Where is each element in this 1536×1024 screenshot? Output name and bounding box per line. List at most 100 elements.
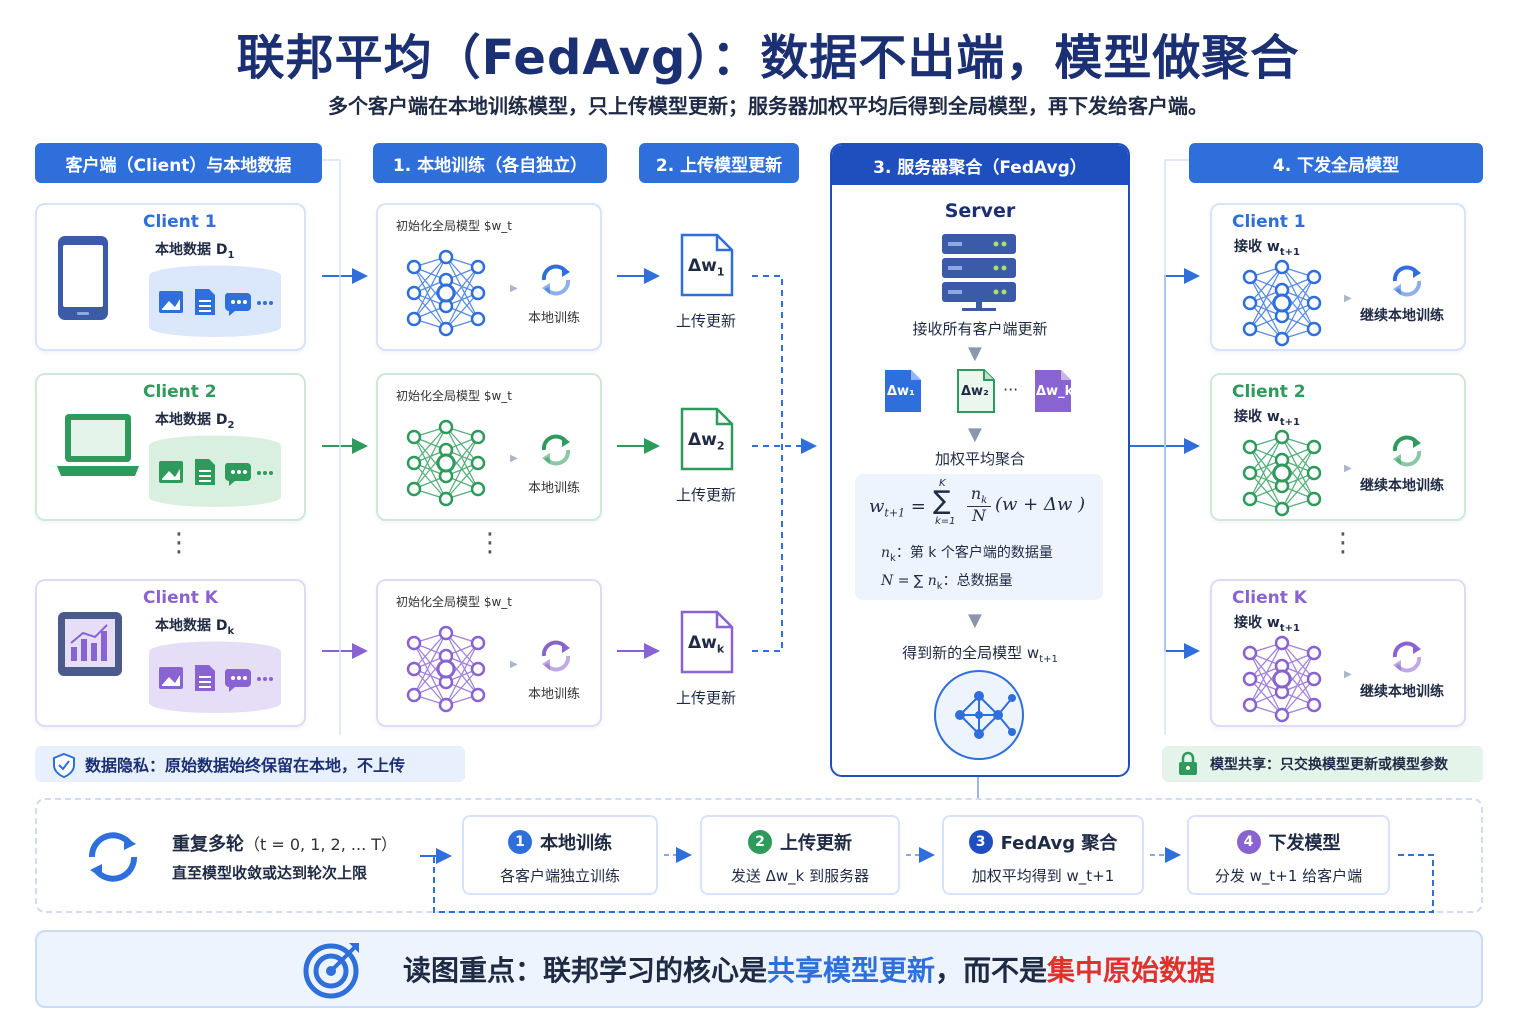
loop-step-desc: 发送 Δw_k 到服务器 — [730, 867, 870, 885]
local-train-label: 本地训练 — [528, 687, 581, 702]
train-cycle — [536, 260, 576, 304]
header-broadcast: 4. 下发全局模型 — [1189, 143, 1483, 183]
header-clients: 客户端（Client）与本地数据 — [35, 143, 322, 183]
neural-net-icon — [406, 419, 486, 507]
local-data-label: 本地数据 Dk — [155, 618, 235, 637]
lock-icon — [1179, 751, 1197, 775]
init-model-label: 初始化全局模型 $w_t — [396, 595, 512, 609]
header-local-train: 1. 本地训练（各自独立） — [373, 143, 607, 183]
local-data-store — [145, 433, 285, 511]
step-number-badge: 4 — [1236, 830, 1261, 854]
local-model — [402, 415, 492, 515]
header-upload: 2. 上传模型更新 — [639, 143, 799, 183]
arrow-right-icon: ▶ — [1344, 669, 1352, 680]
server-files-ellipsis: ··· — [1003, 380, 1019, 399]
local-train-label: 本地训练 — [528, 311, 581, 326]
broadcast-client-card: Client 2 接收 wt+1 ▶ 继续本地训练 — [1210, 373, 1466, 521]
formula-frac-num: nk — [967, 484, 991, 508]
formula-sum-bottom: k=1 — [935, 516, 956, 527]
key-point-banner: 读图重点：联邦学习的核心是 共享模型更新 ，而不是 集中原始数据 — [35, 930, 1483, 1008]
refresh-cycle-icon — [88, 832, 138, 882]
loop-step-desc: 加权平均得到 w_t+1 — [971, 867, 1115, 885]
init-model-label: 初始化全局模型 $w_t — [396, 389, 512, 403]
receive-model-label: 接收 wt+1 — [1234, 239, 1300, 258]
key-point-highlight-2: 集中原始数据 — [1047, 954, 1216, 987]
local-train-label: 本地训练 — [528, 481, 581, 496]
update-symbol: Δw1 — [688, 256, 725, 279]
shield-icon — [53, 752, 75, 778]
upload-label: 上传更新 — [676, 312, 737, 330]
update-symbol: Δwk — [688, 633, 725, 656]
neural-net-icon — [1242, 635, 1322, 723]
fedavg-formula: wt+1 = K ∑ k=1 nk N (w + Δw ) nk：第 k 个客户… — [855, 474, 1103, 600]
sync-icon — [541, 640, 571, 672]
client-name: Client 2 — [1232, 382, 1306, 402]
formula-lhs: wt+1 = — [869, 496, 926, 520]
sum-symbol: ∑ — [933, 486, 951, 516]
local-model — [402, 245, 492, 345]
N-definition: N = ∑ nk：总数据量 — [881, 573, 1013, 592]
loop-step-desc: 分发 w_t+1 给客户端 — [1214, 867, 1363, 885]
neural-net-icon — [1242, 259, 1322, 347]
sync-icon — [1392, 265, 1422, 297]
formula-rhs: (w + Δw ) — [995, 494, 1086, 515]
share-note: 模型共享：只交换模型更新或模型参数 — [1162, 746, 1483, 782]
local-data-store — [145, 263, 285, 341]
train-cycle — [1387, 637, 1427, 681]
sync-icon — [541, 264, 571, 296]
update-symbol: Δw2 — [688, 430, 725, 453]
client-name: Client 2 — [143, 382, 217, 402]
loop-desc: 直至模型收敛或达到轮次上限 — [172, 864, 368, 882]
local-train-card: 初始化全局模型 $w_t ▶ 本地训练 — [376, 579, 602, 727]
train-cycle — [1387, 431, 1427, 475]
database-icon — [148, 434, 282, 507]
receive-model-label: 接收 wt+1 — [1234, 409, 1300, 428]
continue-train-label: 继续本地训练 — [1360, 478, 1444, 494]
tablet-chart-icon — [58, 612, 122, 676]
client-name: Client 1 — [1232, 212, 1306, 232]
arrow-right-icon: ▶ — [510, 659, 518, 670]
continue-train-label: 继续本地训练 — [1360, 684, 1444, 700]
arrow-right-icon: ▶ — [1344, 293, 1352, 304]
arrow-right-icon: ▶ — [1344, 463, 1352, 474]
neural-net-icon — [1242, 429, 1322, 517]
nk-definition: nk：第 k 个客户端的数据量 — [881, 545, 1053, 564]
received-model — [1238, 255, 1328, 355]
neural-net-icon — [406, 249, 486, 337]
local-train-card: 初始化全局模型 $w_t▶本地训练 — [376, 373, 602, 521]
neural-net-icon — [406, 625, 486, 713]
formula-frac-den: N — [972, 506, 986, 525]
client-device — [55, 233, 111, 327]
update-file: Δwk — [679, 609, 735, 675]
arrow-right-icon: ▶ — [510, 283, 518, 294]
train-cycle — [1387, 261, 1427, 305]
page-title: 联邦平均（FedAvg）：数据不出端，模型做聚合 — [236, 30, 1300, 86]
key-point-prefix: 读图重点：联邦学习的核心是 — [402, 954, 767, 987]
server-title: Server — [944, 200, 1016, 222]
step-number-badge: 2 — [748, 830, 772, 854]
local-data-label: 本地数据 D1 — [155, 242, 235, 261]
global-model-icon — [934, 670, 1024, 760]
sync-icon — [1392, 641, 1422, 673]
local-model — [402, 621, 492, 721]
server-file-k: Δw_k — [1033, 368, 1073, 418]
arrow-down-icon: ▼ — [968, 343, 982, 364]
local-data-store — [145, 639, 285, 717]
database-icon — [148, 264, 282, 337]
received-model — [1238, 425, 1328, 525]
more-broadcast-dots: ⋮ — [1330, 528, 1356, 558]
privacy-note: 数据隐私：原始数据始终保留在本地，不上传 — [35, 746, 465, 782]
step-number-badge: 1 — [508, 830, 532, 854]
header-server: 3. 服务器聚合（FedAvg） — [832, 145, 1128, 185]
